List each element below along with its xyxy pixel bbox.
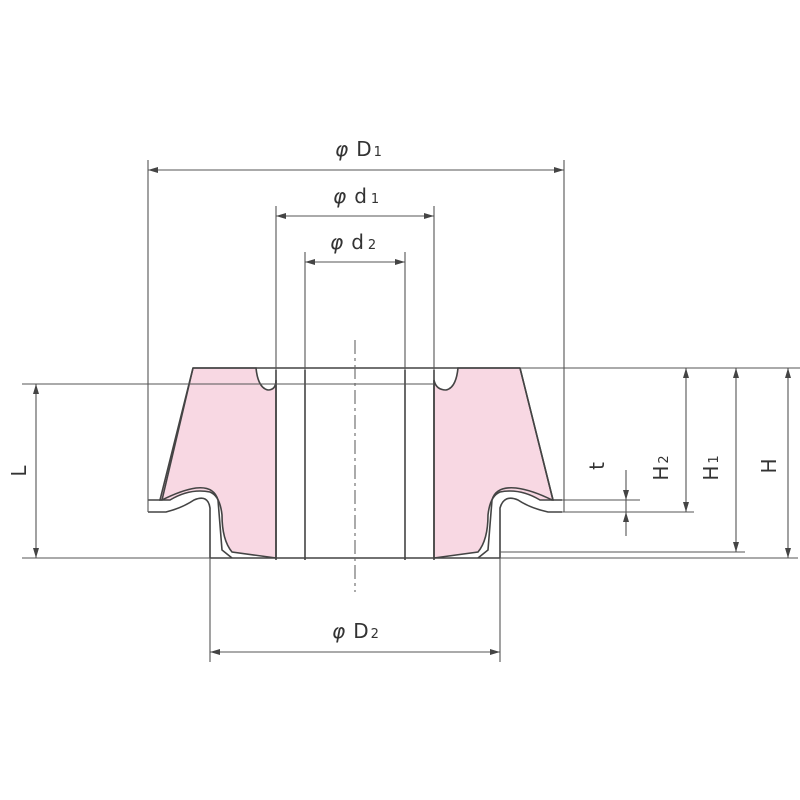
t-arrows: [623, 490, 629, 522]
h-dimension-line: [745, 368, 798, 559]
label-H: H: [757, 458, 781, 473]
right-wall-section: [433, 367, 555, 559]
d2-dimension-line: [304, 252, 406, 370]
label-H2: H2: [649, 455, 673, 480]
right-taper-line: [519, 367, 554, 501]
d1-small-dimension-line: [275, 206, 435, 370]
h1-dimension-line: [500, 368, 745, 553]
dimension-lines: [33, 160, 800, 662]
left-flange-outline: [148, 497, 211, 558]
right-flange-top: [477, 486, 562, 559]
d2-big-dimension-line: [209, 558, 501, 662]
label-H1: H1: [699, 455, 723, 480]
part-body: [158, 367, 555, 559]
h2-dimension-line: [520, 367, 800, 513]
left-flange-top: [148, 486, 233, 559]
t-dimension-line: [562, 470, 640, 536]
part-outline: [22, 160, 745, 592]
left-wall-section: [158, 367, 277, 559]
d1-big-dimension-line: [148, 160, 565, 512]
label-L: L: [7, 465, 31, 477]
right-flange-outline: [499, 497, 562, 558]
label-t: t: [585, 462, 609, 470]
d2-arrows: [305, 259, 405, 265]
left-taper-line: [161, 367, 194, 501]
